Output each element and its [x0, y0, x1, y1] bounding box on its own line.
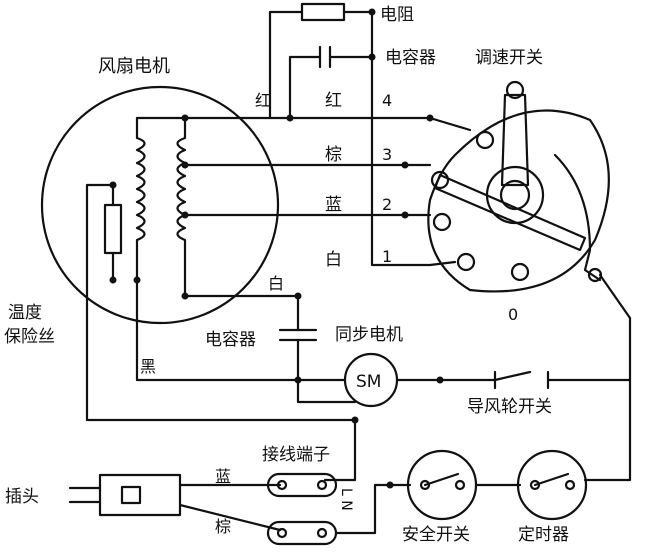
label-capacitor-lower: 电容器 — [205, 330, 256, 350]
label-guide-wheel-switch: 导风轮开关 — [467, 397, 552, 417]
label-white-mid: 白 — [325, 250, 342, 270]
label-fan-motor: 风扇电机 — [98, 56, 170, 77]
label-red-right: 红 — [325, 91, 342, 111]
label-sm: SM — [356, 372, 381, 392]
timer — [516, 449, 588, 521]
safety-switch — [406, 449, 522, 521]
motor-coil-right — [176, 116, 187, 298]
junction-dots — [109, 8, 444, 489]
label-plug: 插头 — [5, 487, 39, 507]
label-red-left: 红 — [255, 91, 271, 110]
label-brown-mid: 棕 — [325, 145, 342, 165]
label-blue-plug: 蓝 — [215, 467, 231, 486]
label-zero: 0 — [508, 305, 518, 324]
label-num-1: 1 — [382, 247, 392, 266]
label-black: 黑 — [140, 357, 156, 376]
label-temp-fuse-1: 温度 — [8, 303, 42, 323]
label-ln: L N — [338, 488, 354, 511]
label-timer: 定时器 — [518, 525, 569, 545]
label-num-2: 2 — [382, 195, 392, 214]
motor-coil-left — [135, 116, 146, 282]
label-speed-switch: 调速开关 — [475, 48, 543, 68]
label-resistor: 电阻 — [380, 5, 414, 25]
label-blue-mid: 蓝 — [325, 195, 342, 215]
label-brown-plug: 棕 — [215, 517, 231, 536]
label-num-4: 4 — [382, 91, 392, 110]
plug — [68, 473, 282, 532]
resistor — [300, 2, 346, 22]
label-white-lower: 白 — [268, 274, 284, 293]
label-num-3: 3 — [382, 145, 392, 164]
label-sync-motor: 同步电机 — [335, 325, 403, 345]
speed-switch — [427, 80, 610, 293]
temperature-fuse — [103, 203, 123, 255]
label-terminal-block: 接线端子 — [262, 445, 330, 465]
fan-motor-circle — [40, 85, 280, 325]
label-temp-fuse-2: 保险丝 — [4, 327, 55, 347]
label-capacitor-top: 电容器 — [385, 48, 436, 68]
label-safety-switch: 安全开关 — [402, 525, 470, 545]
